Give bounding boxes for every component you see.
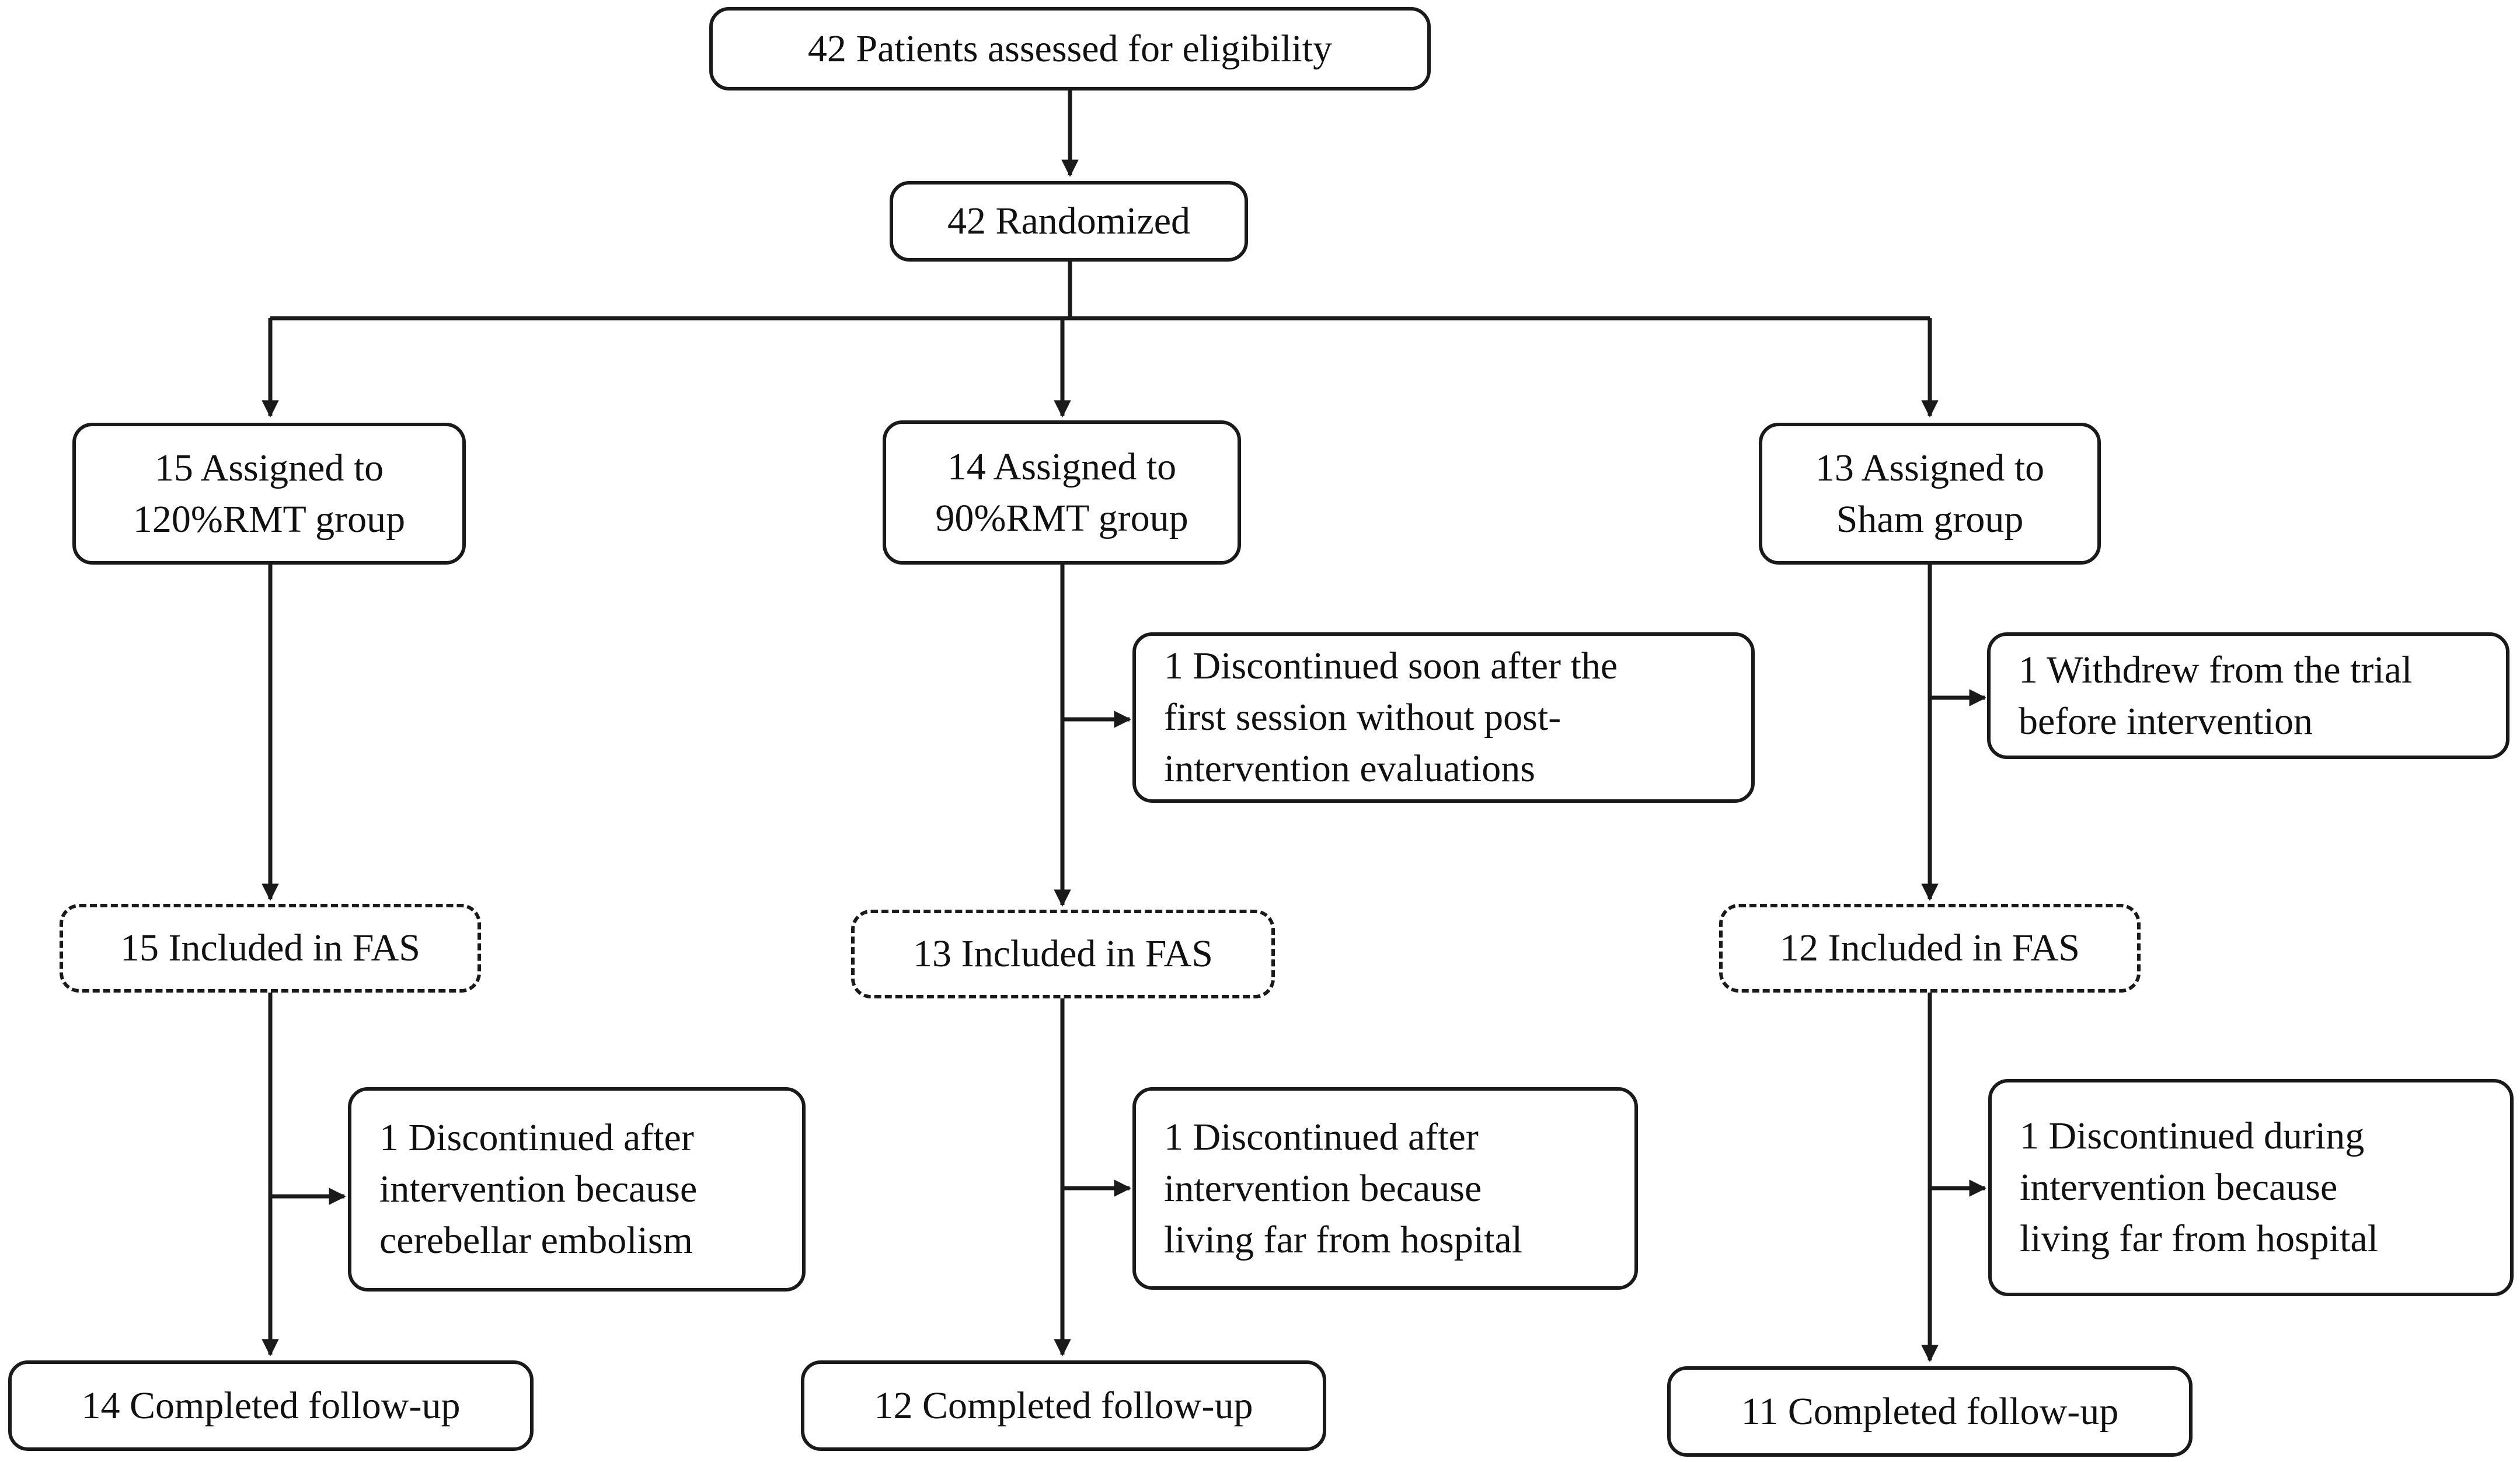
arm2-pre-fas-dropout-line-1: 1 Discontinued soon after the [1164,645,1618,687]
arm3-fas-box: 12 Included in FAS [1719,904,2141,993]
arm3-pre-fas-dropout-box: 1 Withdrew from the trial before interve… [1987,632,2509,759]
arm2-fas-text: 13 Included in FAS [913,932,1213,975]
arm1-assigned-line-1: 15 Assigned to [154,446,384,489]
arm2-dropout-line-3: living far from hospital [1164,1218,1523,1261]
arm2-dropout-line-2: intervention because [1164,1167,1482,1210]
arm1-dropout-line-3: cerebellar embolism [379,1219,693,1262]
arm3-completed-text: 11 Completed follow-up [1741,1390,2119,1433]
arm3-dropout-line-1: 1 Discontinued during [2020,1115,2365,1157]
arm3-dropout-line-3: living far from hospital [2020,1217,2379,1260]
arm3-completed-box: 11 Completed follow-up [1667,1366,2193,1457]
arm2-completed-text: 12 Completed follow-up [874,1384,1253,1427]
arm2-fas-box: 13 Included in FAS [851,910,1275,998]
randomized-box: 42 Randomized [890,181,1248,262]
arm2-pre-fas-dropout-line-3: intervention evaluations [1164,747,1535,790]
arm2-assigned-line-2: 90%RMT group [935,496,1188,539]
arm3-dropout-box: 1 Discontinued during intervention becau… [1988,1079,2514,1296]
arm1-dropout-box: 1 Discontinued after intervention becaus… [348,1087,806,1292]
arm1-fas-text: 15 Included in FAS [120,927,420,969]
arm3-fas-text: 12 Included in FAS [1780,927,2080,969]
arm2-assigned-box: 14 Assigned to 90%RMT group [883,420,1241,565]
arm3-pre-fas-dropout-line-1: 1 Withdrew from the trial [2019,648,2413,691]
arm3-dropout-line-2: intervention because [2020,1166,2338,1209]
arm3-assigned-line-2: Sham group [1836,497,2024,541]
arm1-completed-text: 14 Completed follow-up [81,1384,461,1427]
arm1-dropout-line-2: intervention because [379,1168,698,1210]
arm2-pre-fas-dropout-line-2: first session without post- [1164,696,1562,739]
arm2-completed-box: 12 Completed follow-up [801,1360,1326,1451]
arm2-dropout-box: 1 Discontinued after intervention becaus… [1132,1087,1638,1290]
arm1-fas-box: 15 Included in FAS [60,904,481,993]
arm1-completed-box: 14 Completed follow-up [8,1360,534,1451]
arm1-assigned-line-2: 120%RMT group [133,497,406,541]
arm2-assigned-line-1: 14 Assigned to [947,445,1177,488]
assessed-box: 42 Patients assessed for eligibility [709,7,1431,90]
arm3-pre-fas-dropout-line-2: before intervention [2019,699,2313,743]
arm1-dropout-line-1: 1 Discontinued after [379,1116,694,1159]
randomized-text: 42 Randomized [947,200,1191,242]
arm2-dropout-line-1: 1 Discontinued after [1164,1115,1479,1158]
assessed-text: 42 Patients assessed for eligibility [807,27,1333,70]
arm2-pre-fas-dropout-box: 1 Discontinued soon after the first sess… [1132,632,1755,803]
arm3-assigned-box: 13 Assigned to Sham group [1759,423,2101,565]
arm1-assigned-box: 15 Assigned to 120%RMT group [72,423,466,565]
arm3-assigned-line-1: 13 Assigned to [1815,446,2045,489]
